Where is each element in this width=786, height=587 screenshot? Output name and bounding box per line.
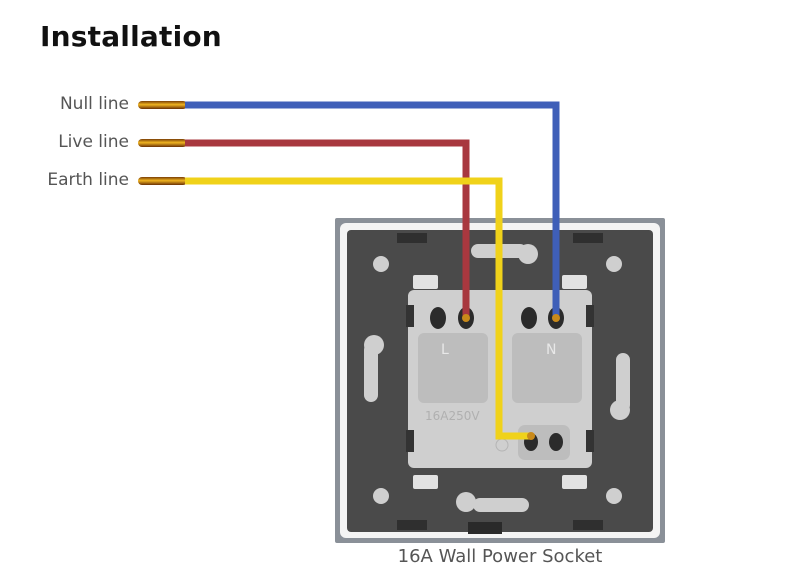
- rating-text: 16A250V: [425, 409, 480, 423]
- clip: [573, 233, 603, 243]
- module-notch: [586, 305, 594, 327]
- null-wire-terminal-tip: [552, 314, 560, 322]
- clip: [397, 520, 427, 530]
- screw-hole: [373, 256, 389, 272]
- earth-wire: [138, 177, 535, 440]
- latch: [562, 475, 587, 489]
- clip: [573, 520, 603, 530]
- clip: [397, 233, 427, 243]
- neutral-terminal-block: N: [512, 307, 582, 403]
- live-wire-terminal-tip: [462, 314, 470, 322]
- null-wire-copper-end: [138, 101, 187, 109]
- clip: [468, 522, 502, 534]
- null-wire: [138, 101, 560, 322]
- mount-slot-end: [610, 400, 630, 420]
- live-wire-copper-end: [138, 139, 187, 147]
- latch: [562, 275, 587, 289]
- earth-wire-insulation: [185, 177, 531, 440]
- caption: 16A Wall Power Socket: [397, 546, 603, 567]
- module-notch: [406, 305, 414, 327]
- null-line-label: Null line: [59, 94, 129, 114]
- page-title: Installation: [40, 20, 222, 53]
- wires-layer: [138, 101, 560, 440]
- terminal-label-L: L: [441, 342, 449, 358]
- latch: [413, 475, 438, 489]
- mount-slot-end: [364, 335, 384, 355]
- live-wire: [138, 139, 470, 322]
- screw-hole: [373, 488, 389, 504]
- earth-wire-terminal-tip: [527, 432, 535, 440]
- null-wire-insulation: [185, 101, 560, 318]
- mount-slot-end: [518, 244, 538, 264]
- module-notch: [406, 430, 414, 452]
- live-line-label: Live line: [58, 132, 129, 152]
- terminal-label-N: N: [546, 342, 556, 358]
- live-wire-insulation: [185, 139, 470, 318]
- module-notch: [586, 430, 594, 452]
- latch: [413, 275, 438, 289]
- screw-hole: [606, 488, 622, 504]
- earth-line-label: Earth line: [47, 170, 129, 190]
- earth-wire-copper-end: [138, 177, 187, 185]
- screw-hole: [606, 256, 622, 272]
- mount-slot-end: [456, 492, 476, 512]
